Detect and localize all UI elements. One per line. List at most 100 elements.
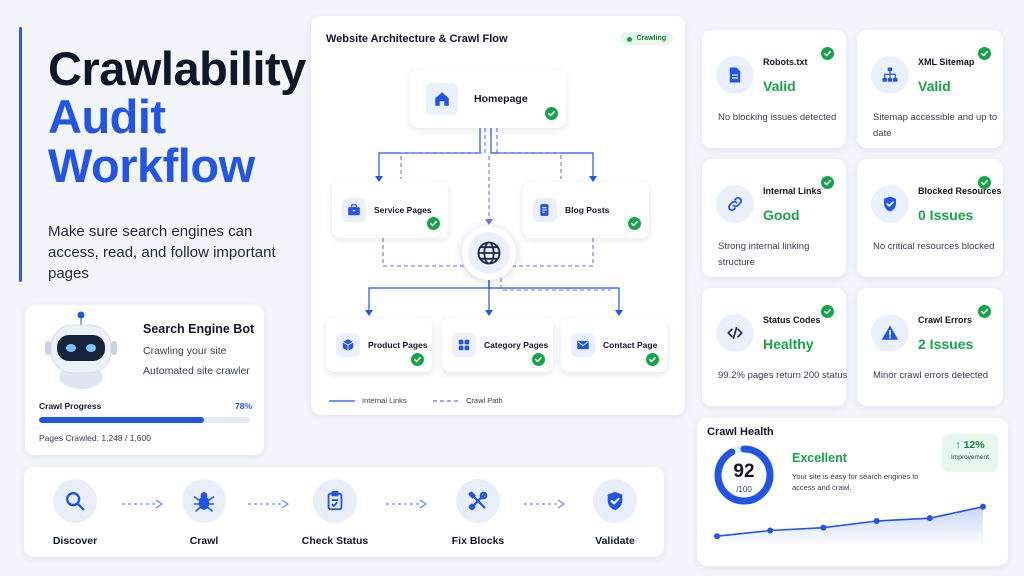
grid-icon	[458, 339, 470, 351]
clipboard-icon	[327, 490, 343, 511]
document-edit-icon	[540, 204, 549, 216]
node-blog-posts[interactable]: Blog Posts	[523, 182, 649, 238]
improvement-label: Improvement	[951, 454, 989, 461]
stat-value: Good	[763, 207, 800, 223]
trend-point-1	[767, 527, 774, 534]
trend-point-0	[714, 533, 720, 540]
node-label: Homepage	[474, 93, 528, 105]
shield-check-icon	[607, 491, 623, 511]
node-product-pages[interactable]: Product Pages	[326, 318, 432, 372]
crawl-health-title: Crawl Health	[707, 426, 774, 438]
workflow-steps: Discover Crawl Check Status Fix Blocks V…	[24, 467, 664, 557]
home-icon	[435, 92, 449, 106]
code-icon	[727, 326, 743, 340]
arrow-right-icon	[122, 499, 164, 509]
stat-status-codes[interactable]: Status Codes Healthy 99.2% pages return …	[702, 288, 848, 406]
step-check-status[interactable]: Check Status	[280, 479, 390, 547]
node-category-pages[interactable]: Category Pages	[442, 318, 553, 372]
sitemap-icon	[882, 67, 898, 82]
trend-point-2	[820, 524, 827, 531]
stat-value: 0 Issues	[918, 207, 974, 223]
step-fix-blocks[interactable]: Fix Blocks	[423, 479, 533, 547]
stat-blocked-resources[interactable]: Blocked Resources 0 Issues No critical r…	[857, 159, 1003, 277]
node-contact-page[interactable]: Contact Page	[561, 318, 667, 372]
check-icon	[411, 353, 424, 366]
check-icon	[646, 353, 659, 366]
node-label: Blog Posts	[565, 205, 610, 215]
health-trend-chart	[714, 503, 986, 546]
health-score-denominator: /100	[736, 485, 752, 494]
search-icon	[66, 492, 85, 511]
step-label: Discover	[52, 535, 98, 547]
stat-title: Internal Links	[763, 186, 822, 196]
stat-xml-sitemap[interactable]: XML Sitemap Valid Sitemap accessible and…	[857, 30, 1003, 148]
shield-icon	[884, 196, 896, 212]
trend-point-4	[926, 515, 933, 522]
health-state: Excellent	[792, 451, 847, 465]
hero-accent-bar	[19, 27, 22, 282]
architecture-card: Website Architecture & Crawl Flow Crawli…	[311, 16, 685, 415]
bot-type-line: Automated site crawler	[143, 365, 250, 377]
globe-icon	[477, 241, 501, 265]
stat-value: Healthy	[763, 336, 814, 352]
score-ring-arc	[714, 445, 774, 505]
bug-icon	[193, 492, 215, 512]
stat-description: 99.2% pages return 200 status	[718, 370, 848, 381]
stat-crawl-errors[interactable]: Crawl Errors 2 Issues Minor crawl errors…	[857, 288, 1003, 406]
stat-value: Valid	[763, 78, 796, 94]
hero-title-line1: Crawlability	[48, 42, 306, 95]
document-icon	[729, 67, 741, 83]
mail-icon	[577, 340, 589, 350]
crawl-health-card: Crawl Health 92 /100 Excellent Your site…	[697, 418, 1008, 566]
tools-icon	[468, 491, 488, 511]
check-icon	[545, 107, 558, 120]
hero-subtitle: Make sure search engines can access, rea…	[48, 223, 276, 282]
crawling-status-badge: Crawling	[620, 32, 673, 45]
step-label: Validate	[595, 535, 635, 547]
progress-bar	[39, 417, 250, 423]
trend-line	[716, 505, 984, 537]
step-validate[interactable]: Validate	[560, 479, 670, 547]
step-discover[interactable]: Discover	[20, 479, 130, 547]
warning-icon	[881, 325, 899, 340]
step-label: Check Status	[301, 535, 369, 547]
stat-title: Status Codes	[763, 315, 821, 325]
box-icon	[342, 339, 354, 351]
node-label: Contact Page	[603, 340, 658, 350]
stat-description: Strong internal linking structure	[718, 241, 810, 268]
legend-internal-links: Internal Links	[362, 396, 407, 405]
trend-area	[717, 506, 983, 546]
crawl-flow-connectors	[329, 128, 623, 402]
node-service-pages[interactable]: Service Pages	[332, 182, 448, 238]
stat-robots-txt[interactable]: Robots.txt Valid No blocking issues dete…	[702, 30, 846, 148]
stat-title: Crawl Errors	[918, 315, 973, 325]
hero-title: Crawlability Audit Workflow	[48, 42, 306, 190]
bot-title: Search Engine Bot	[143, 322, 255, 336]
health-score: 92	[733, 461, 755, 482]
bot-card: Search Engine Bot Crawling your site Aut…	[25, 305, 264, 455]
robot-icon	[45, 311, 117, 389]
stat-internal-links[interactable]: Internal Links Good Strong internal link…	[702, 159, 846, 277]
check-icon	[978, 176, 991, 189]
legend-crawl-path: Crawl Path	[466, 396, 503, 405]
progress-percent: 78%	[234, 401, 252, 411]
step-label: Crawl	[189, 535, 219, 547]
health-description: Your site is easy for search engines to …	[792, 472, 919, 493]
architecture-title: Website Architecture & Crawl Flow	[326, 33, 508, 45]
node-label: Service Pages	[374, 205, 432, 215]
step-crawl[interactable]: Crawl	[149, 479, 259, 547]
improvement-value: ↑ 12%	[955, 439, 985, 451]
stat-title: XML Sitemap	[918, 57, 975, 67]
link-icon	[727, 196, 743, 212]
check-icon	[821, 47, 834, 60]
briefcase-icon	[348, 204, 360, 216]
progress-label: Crawl Progress	[39, 401, 102, 411]
stat-value: 2 Issues	[918, 336, 974, 352]
stat-description: No blocking issues detected	[718, 112, 837, 123]
progress-bar-fill	[39, 417, 204, 423]
globe-hub	[462, 226, 516, 280]
check-icon	[628, 217, 641, 230]
node-homepage[interactable]: Homepage	[410, 70, 566, 128]
arrow-right-icon	[386, 499, 428, 509]
step-label: Fix Blocks	[451, 535, 505, 547]
